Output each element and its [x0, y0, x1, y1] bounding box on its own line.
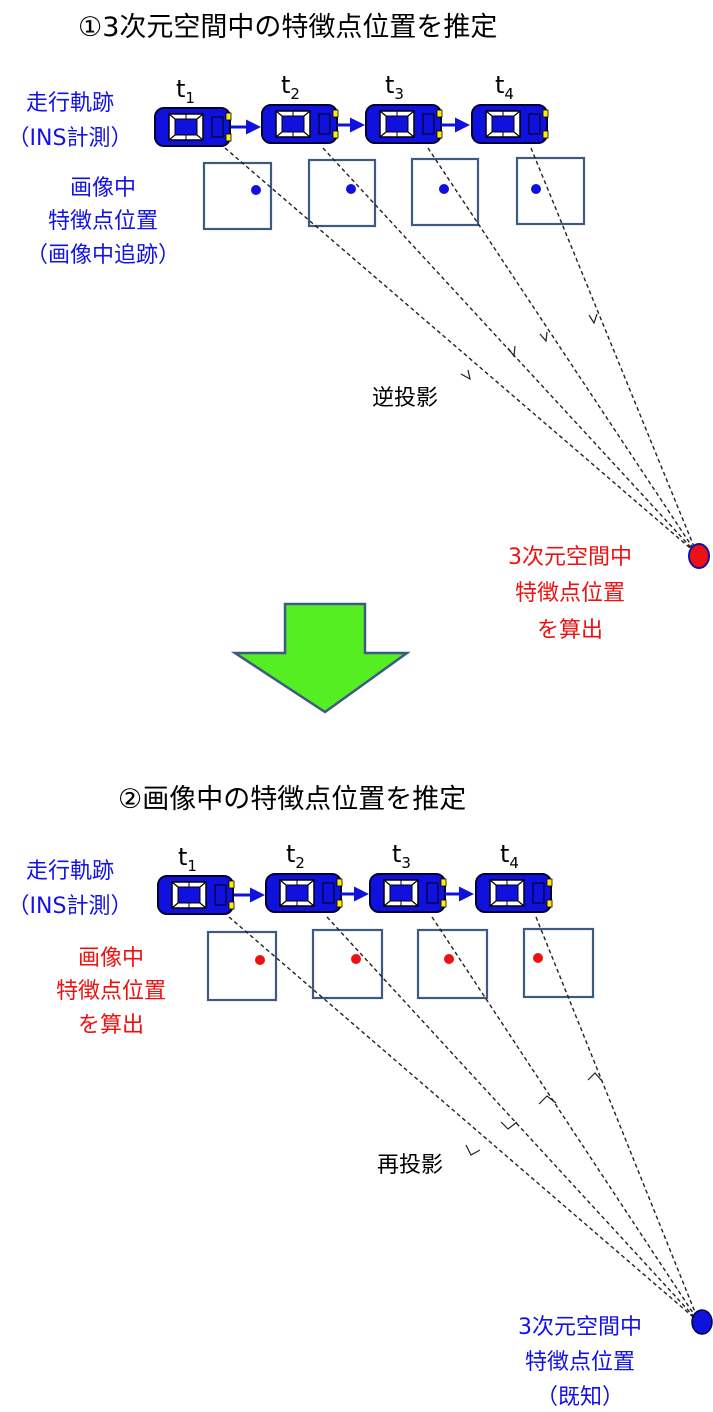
image-frame-t2: [307, 158, 377, 228]
section2-image-point-label: 画像中 特徴点位置 を算出: [56, 946, 166, 1038]
image-frame-t4: [515, 156, 586, 226]
image-point-label-line2: 特徴点位置: [48, 209, 158, 234]
car-icon-t3: [369, 873, 447, 913]
car-icon-t1: [154, 107, 232, 147]
image-frame-t1: [206, 930, 278, 1002]
point3d-estimated: [688, 543, 710, 569]
section2-time-label-3: t3: [392, 840, 411, 872]
projection-ray: [326, 916, 700, 1323]
projection-ray: [535, 916, 700, 1323]
projection-ray: [224, 147, 698, 555]
feature-point-t4: [533, 953, 543, 963]
section1-title: ①3次元空間中の特徴点位置を推定: [78, 12, 497, 43]
section1-time-label-2: t2: [281, 71, 300, 103]
projection-ray: [228, 916, 700, 1323]
section2-time-label-4: t4: [500, 840, 519, 872]
ray-direction-chevron: [500, 1121, 518, 1130]
section1-time-label-3: t3: [385, 71, 404, 103]
projection-ray: [530, 147, 698, 555]
ray-direction-chevron: [465, 1144, 481, 1156]
section2-title: ②画像中の特徴点位置を推定: [118, 784, 466, 815]
ray-direction-chevron: [538, 1095, 557, 1105]
ray-direction-chevron: [587, 1072, 603, 1082]
image-point-label-line3: を算出: [78, 1013, 144, 1038]
section1-time-label-4: t4: [495, 71, 514, 103]
car-icon-t4: [475, 873, 553, 913]
feature-point-t2: [346, 184, 356, 194]
image-frame-t3: [416, 928, 489, 1000]
projection-label: 逆投影: [372, 386, 438, 411]
section1-time-label-1: t1: [176, 75, 195, 107]
image-point-label-line3: （画像中追跡）: [26, 243, 180, 268]
feature-point-t2: [351, 954, 361, 964]
point3d-label-line2: 特徴点位置: [515, 581, 625, 606]
section2-time-label-1: t1: [178, 843, 197, 875]
point3d-known: [691, 1309, 713, 1335]
section2: ②画像中の特徴点位置を推定 走行軌跡 （INS計測） 画像中 特徴点位置 を算出…: [8, 784, 713, 1410]
section2-time-label-2: t2: [286, 840, 305, 872]
car-icon-t3: [365, 104, 443, 144]
svg-text:t2: t2: [286, 840, 305, 872]
point3d-label-line1: 3次元空間中: [518, 1315, 642, 1340]
section2-trajectory-label: 走行軌跡 （INS計測）: [8, 859, 133, 919]
point3d-label-line3: を算出: [537, 618, 603, 643]
feature-point-t4: [531, 184, 541, 194]
section2-point3d-label: 3次元空間中 特徴点位置 （既知）: [518, 1315, 642, 1410]
car-icon-t1: [157, 875, 235, 915]
image-frame-t1: [202, 161, 273, 231]
svg-text:t4: t4: [495, 71, 514, 103]
point3d-label-line1: 3次元空間中: [508, 545, 632, 570]
svg-text:t4: t4: [500, 840, 519, 872]
trajectory-label-line2: （INS計測）: [8, 894, 133, 919]
projection-ray: [431, 916, 700, 1323]
trajectory-label-line1: 走行軌跡: [26, 91, 114, 116]
car-icon-t2: [265, 873, 343, 913]
trajectory-label-line1: 走行軌跡: [26, 859, 114, 884]
svg-text:t3: t3: [392, 840, 411, 872]
ray-direction-chevron: [460, 369, 471, 381]
feature-point-t3: [439, 184, 449, 194]
ray-direction-chevron: [588, 313, 598, 325]
projection-label: 再投影: [377, 1153, 443, 1178]
image-frame-t4: [522, 927, 595, 999]
svg-text:t2: t2: [281, 71, 300, 103]
section1-image-point-label: 画像中 特徴点位置 （画像中追跡）: [26, 176, 180, 268]
image-point-label-line1: 画像中: [78, 946, 144, 971]
ray-direction-chevron: [539, 331, 548, 343]
trajectory-label-line2: （INS計測）: [8, 126, 133, 151]
section1-point3d-label: 3次元空間中 特徴点位置 を算出: [508, 545, 632, 643]
svg-text:t1: t1: [176, 75, 195, 107]
feature-point-t1: [255, 955, 265, 965]
image-point-label-line1: 画像中: [70, 176, 136, 201]
svg-text:t3: t3: [385, 71, 404, 103]
point3d-label-line2: 特徴点位置: [525, 1350, 635, 1375]
down-arrow-icon: [230, 602, 411, 714]
image-point-label-line2: 特徴点位置: [56, 979, 166, 1004]
point3d-label-line3: （既知）: [536, 1385, 624, 1410]
svg-text:t1: t1: [178, 843, 197, 875]
section1: ①3次元空間中の特徴点位置を推定 走行軌跡 （INS計測） 画像中 特徴点位置 …: [8, 12, 710, 643]
car-icon-t4: [471, 104, 549, 144]
feature-point-t3: [444, 954, 454, 964]
feature-point-t1: [251, 185, 261, 195]
ray-direction-chevron: [507, 345, 516, 358]
section1-trajectory-label: 走行軌跡 （INS計測）: [8, 91, 133, 151]
car-icon-t2: [261, 104, 339, 144]
